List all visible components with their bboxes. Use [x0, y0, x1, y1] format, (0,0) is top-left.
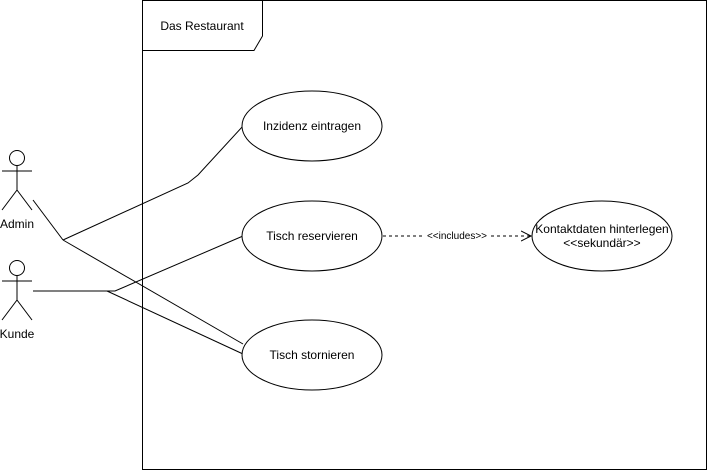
use-case-label: Tisch reservieren: [266, 229, 358, 243]
use-case-ellipse: [241, 90, 383, 162]
association-admin-inzidenz[interactable]: [62, 125, 244, 241]
association-kunde-stornieren[interactable]: [106, 290, 244, 355]
association-kunde-reservieren[interactable]: [33, 235, 244, 292]
use-case-ellipse: [241, 319, 383, 391]
actor-left-leg: [1, 299, 18, 321]
association-admin-stornieren[interactable]: [62, 239, 244, 345]
actor-admin-label: Admin: [0, 217, 34, 231]
system-title: Das Restaurant: [160, 19, 244, 33]
actor-head: [9, 260, 25, 276]
actor-left-leg: [1, 189, 18, 211]
include-dependency[interactable]: <<includes>>: [383, 229, 531, 242]
use-case-label-line1: Kontaktdaten hinterlegen: [535, 222, 668, 236]
include-label-bg: [424, 229, 490, 242]
actor-right-leg: [16, 299, 33, 321]
use-case-stornieren[interactable]: Tisch stornieren: [241, 319, 383, 391]
use-case-label: Inzidenz eintragen: [263, 119, 361, 133]
use-case-ellipse: [531, 200, 673, 272]
use-case-inzidenz[interactable]: Inzidenz eintragen: [241, 90, 383, 162]
use-case-kontakt[interactable]: Kontaktdaten hinterlegen <<sekundär>>: [531, 200, 673, 272]
actor-head: [9, 150, 25, 166]
association-admin-hook: [32, 199, 64, 241]
use-case-label: Tisch stornieren: [270, 348, 355, 362]
actor-admin[interactable]: [1, 150, 33, 211]
use-case-reservieren[interactable]: Tisch reservieren: [241, 200, 383, 272]
include-label: <<includes>>: [427, 231, 487, 242]
actor-kunde[interactable]: [1, 260, 33, 321]
actor-kunde-label: Kunde: [0, 327, 35, 341]
use-case-label-line2: <<sekundär>>: [563, 236, 640, 250]
actor-right-leg: [16, 189, 33, 211]
association-lines: [32, 125, 244, 355]
system-title-tab: [142, 0, 263, 51]
use-case-ellipse: [241, 200, 383, 272]
